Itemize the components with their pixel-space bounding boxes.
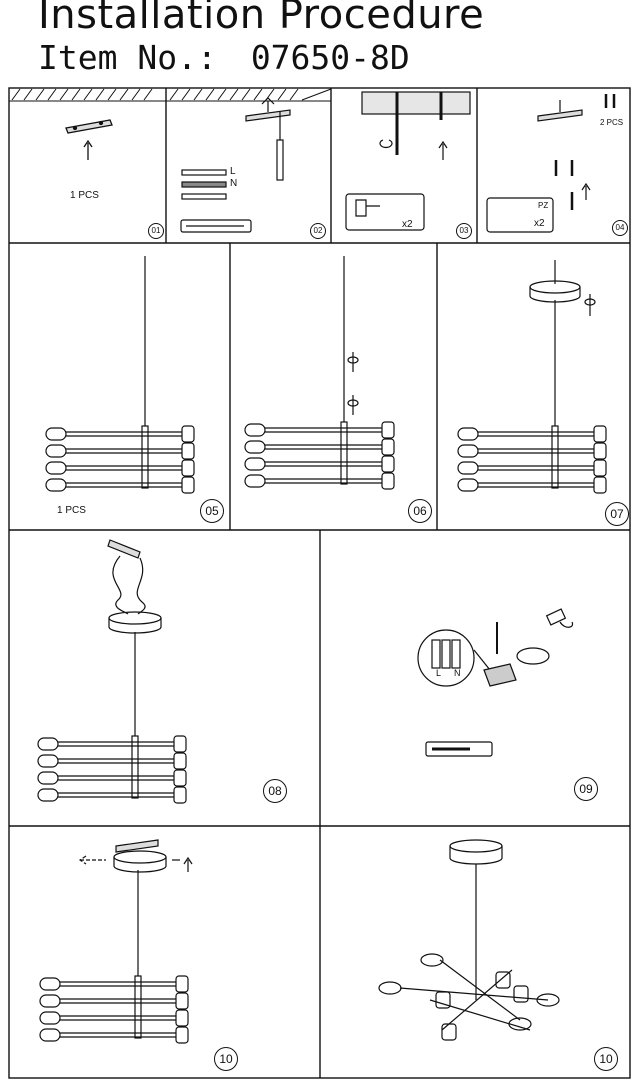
step06-fixture-center-tube bbox=[340, 421, 348, 485]
step02-bracket-and-wires bbox=[180, 97, 291, 233]
step02-wire-n-label: N bbox=[230, 178, 238, 189]
step08-fixture-right-lamp bbox=[173, 769, 187, 787]
step08-wire-to-driver bbox=[107, 539, 162, 634]
step10a-fixture-left-lamp bbox=[39, 1011, 61, 1025]
step02-wire-l-label: L bbox=[230, 166, 236, 177]
step07-fixture-left-lamp bbox=[457, 427, 479, 441]
step07-canopy bbox=[529, 260, 596, 316]
step10a-fixture-center-tube bbox=[134, 975, 142, 1039]
step08-fixture-right-lamp bbox=[173, 752, 187, 770]
step05-fixture-right-lamp bbox=[181, 459, 195, 477]
step05-fixture-left-lamp bbox=[45, 427, 67, 441]
step06-fixture-left-lamp bbox=[244, 440, 266, 454]
step07-fixture-right-lamp bbox=[593, 425, 607, 443]
step07-fixture-right-lamp bbox=[593, 476, 607, 494]
step06-fixture-right-lamp bbox=[381, 421, 395, 439]
step10a-fixture-right-lamp bbox=[175, 1026, 189, 1044]
step10b-final-assembled bbox=[378, 839, 560, 1041]
step01-mounting-bracket bbox=[65, 119, 113, 160]
step04-screw-type: PZ bbox=[538, 201, 549, 210]
step01-quantity: 1 PCS bbox=[70, 190, 99, 201]
step09-terminal-n: N bbox=[454, 668, 461, 678]
item-label: Item No.: bbox=[38, 38, 217, 77]
step05-quantity: 1 PCS bbox=[57, 505, 86, 516]
step-number-10b: 10 bbox=[594, 1047, 618, 1071]
step-number-01: 01 bbox=[148, 223, 164, 239]
step10a-canopy-attach bbox=[78, 839, 193, 873]
step10a-fixture-right-lamp bbox=[175, 992, 189, 1010]
step08-fixture-left-lamp bbox=[37, 788, 59, 802]
step07-fixture-left-lamp bbox=[457, 461, 479, 475]
step-number-05: 05 bbox=[200, 499, 224, 523]
step05-fixture-center-tube bbox=[141, 425, 149, 489]
step07-fixture-right-lamp bbox=[593, 442, 607, 460]
step-number-06: 06 bbox=[408, 499, 432, 523]
step-number-03: 03 bbox=[456, 223, 472, 239]
step03-drill-ceiling bbox=[345, 91, 471, 231]
step-number-04: 04 bbox=[612, 220, 628, 236]
step04-count: x2 bbox=[534, 218, 545, 229]
step05-fixture-left-lamp bbox=[45, 478, 67, 492]
step06-rod-join-arrows bbox=[347, 352, 359, 415]
step08-fixture-left-lamp bbox=[37, 771, 59, 785]
step06-fixture-right-lamp bbox=[381, 438, 395, 456]
item-number-line: Item No.: 07650-8D bbox=[38, 38, 410, 77]
step05-fixture-left-lamp bbox=[45, 444, 67, 458]
step07-fixture-left-lamp bbox=[457, 444, 479, 458]
step05-fixture-right-lamp bbox=[181, 425, 195, 443]
step04-fix-bracket bbox=[486, 94, 616, 233]
step05-fixture-left-lamp bbox=[45, 461, 67, 475]
step-number-08: 08 bbox=[263, 779, 287, 803]
item-number: 07650-8D bbox=[250, 38, 410, 77]
step04-quantity: 2 PCS bbox=[600, 118, 624, 127]
step06-fixture-left-lamp bbox=[244, 423, 266, 437]
step08-fixture-right-lamp bbox=[173, 786, 187, 804]
step-number-07: 07 bbox=[605, 502, 629, 526]
step08-fixture-center-tube bbox=[131, 735, 139, 799]
step08-fixture-left-lamp bbox=[37, 754, 59, 768]
step06-fixture-right-lamp bbox=[381, 472, 395, 490]
step08-fixture-right-lamp bbox=[173, 735, 187, 753]
step08-fixture-left-lamp bbox=[37, 737, 59, 751]
step05-fixture-right-lamp bbox=[181, 476, 195, 494]
ceiling-hatch bbox=[9, 88, 332, 102]
step05-fixture-right-lamp bbox=[181, 442, 195, 460]
document-title: Installation Procedure bbox=[38, 0, 485, 38]
step10a-fixture-right-lamp bbox=[175, 1009, 189, 1027]
step09-terminal-l: L bbox=[436, 668, 442, 678]
step-number-09: 09 bbox=[574, 777, 598, 801]
step06-fixture-left-lamp bbox=[244, 474, 266, 488]
step07-fixture-left-lamp bbox=[457, 478, 479, 492]
step07-fixture-center-tube bbox=[551, 425, 559, 489]
step-number-02: 02 bbox=[310, 223, 326, 239]
step10a-fixture-right-lamp bbox=[175, 975, 189, 993]
step10a-fixture-left-lamp bbox=[39, 994, 61, 1008]
step06-fixture-right-lamp bbox=[381, 455, 395, 473]
step03-count: x2 bbox=[402, 219, 413, 230]
step09-terminal-connection bbox=[417, 608, 574, 757]
step07-fixture-right-lamp bbox=[593, 459, 607, 477]
step06-fixture-left-lamp bbox=[244, 457, 266, 471]
step10a-fixture-left-lamp bbox=[39, 1028, 61, 1042]
step-number-10a: 10 bbox=[214, 1047, 238, 1071]
step10a-fixture-left-lamp bbox=[39, 977, 61, 991]
